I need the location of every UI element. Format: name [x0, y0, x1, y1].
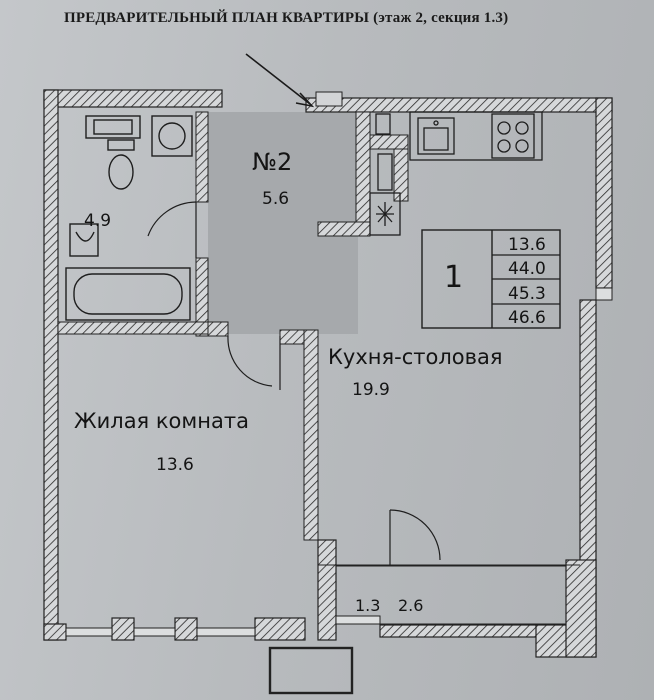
area-row-4: 46.6	[508, 308, 546, 328]
washing-machine-icon	[151, 115, 193, 157]
apartment-number: 1	[444, 260, 463, 295]
counter-block-icon	[375, 113, 393, 191]
kitchen-counter	[409, 111, 543, 161]
washbasin-icon	[69, 223, 99, 257]
area-row-2: 44.0	[508, 259, 546, 279]
entrance-arrow-icon	[245, 53, 315, 108]
hall-label: №2	[252, 148, 292, 176]
balcony-area-1: 1.3	[355, 596, 380, 615]
living-room-area: 13.6	[156, 455, 194, 475]
ventilation-shaft-icon	[369, 192, 401, 236]
area-row-3: 45.3	[508, 284, 546, 304]
bathroom-area: 4.9	[84, 211, 111, 231]
area-row-1: 13.6	[508, 235, 546, 255]
kitchen-area: 19.9	[352, 380, 390, 400]
bathtub-icon	[65, 267, 191, 321]
kitchen-label: Кухня-столовая	[328, 345, 502, 369]
area-table: 1 13.6 44.0 45.3 46.6	[421, 229, 561, 329]
kitchen-sink-icon	[417, 117, 455, 155]
balcony-area-2: 2.6	[398, 596, 423, 615]
toilet-icon	[107, 139, 135, 190]
door-swings	[147, 201, 441, 565]
windows	[65, 287, 613, 637]
sink-top-icon	[85, 115, 141, 139]
hall-area: 5.6	[262, 189, 289, 209]
entrance-door	[315, 91, 343, 107]
living-room-label: Жилая комната	[74, 409, 249, 433]
balcony	[268, 564, 580, 695]
page-title: ПРЕДВАРИТЕЛЬНЫЙ ПЛАН КВАРТИРЫ (этаж 2, с…	[64, 10, 509, 26]
stove-icon	[491, 113, 535, 159]
inner-walls	[57, 111, 409, 541]
